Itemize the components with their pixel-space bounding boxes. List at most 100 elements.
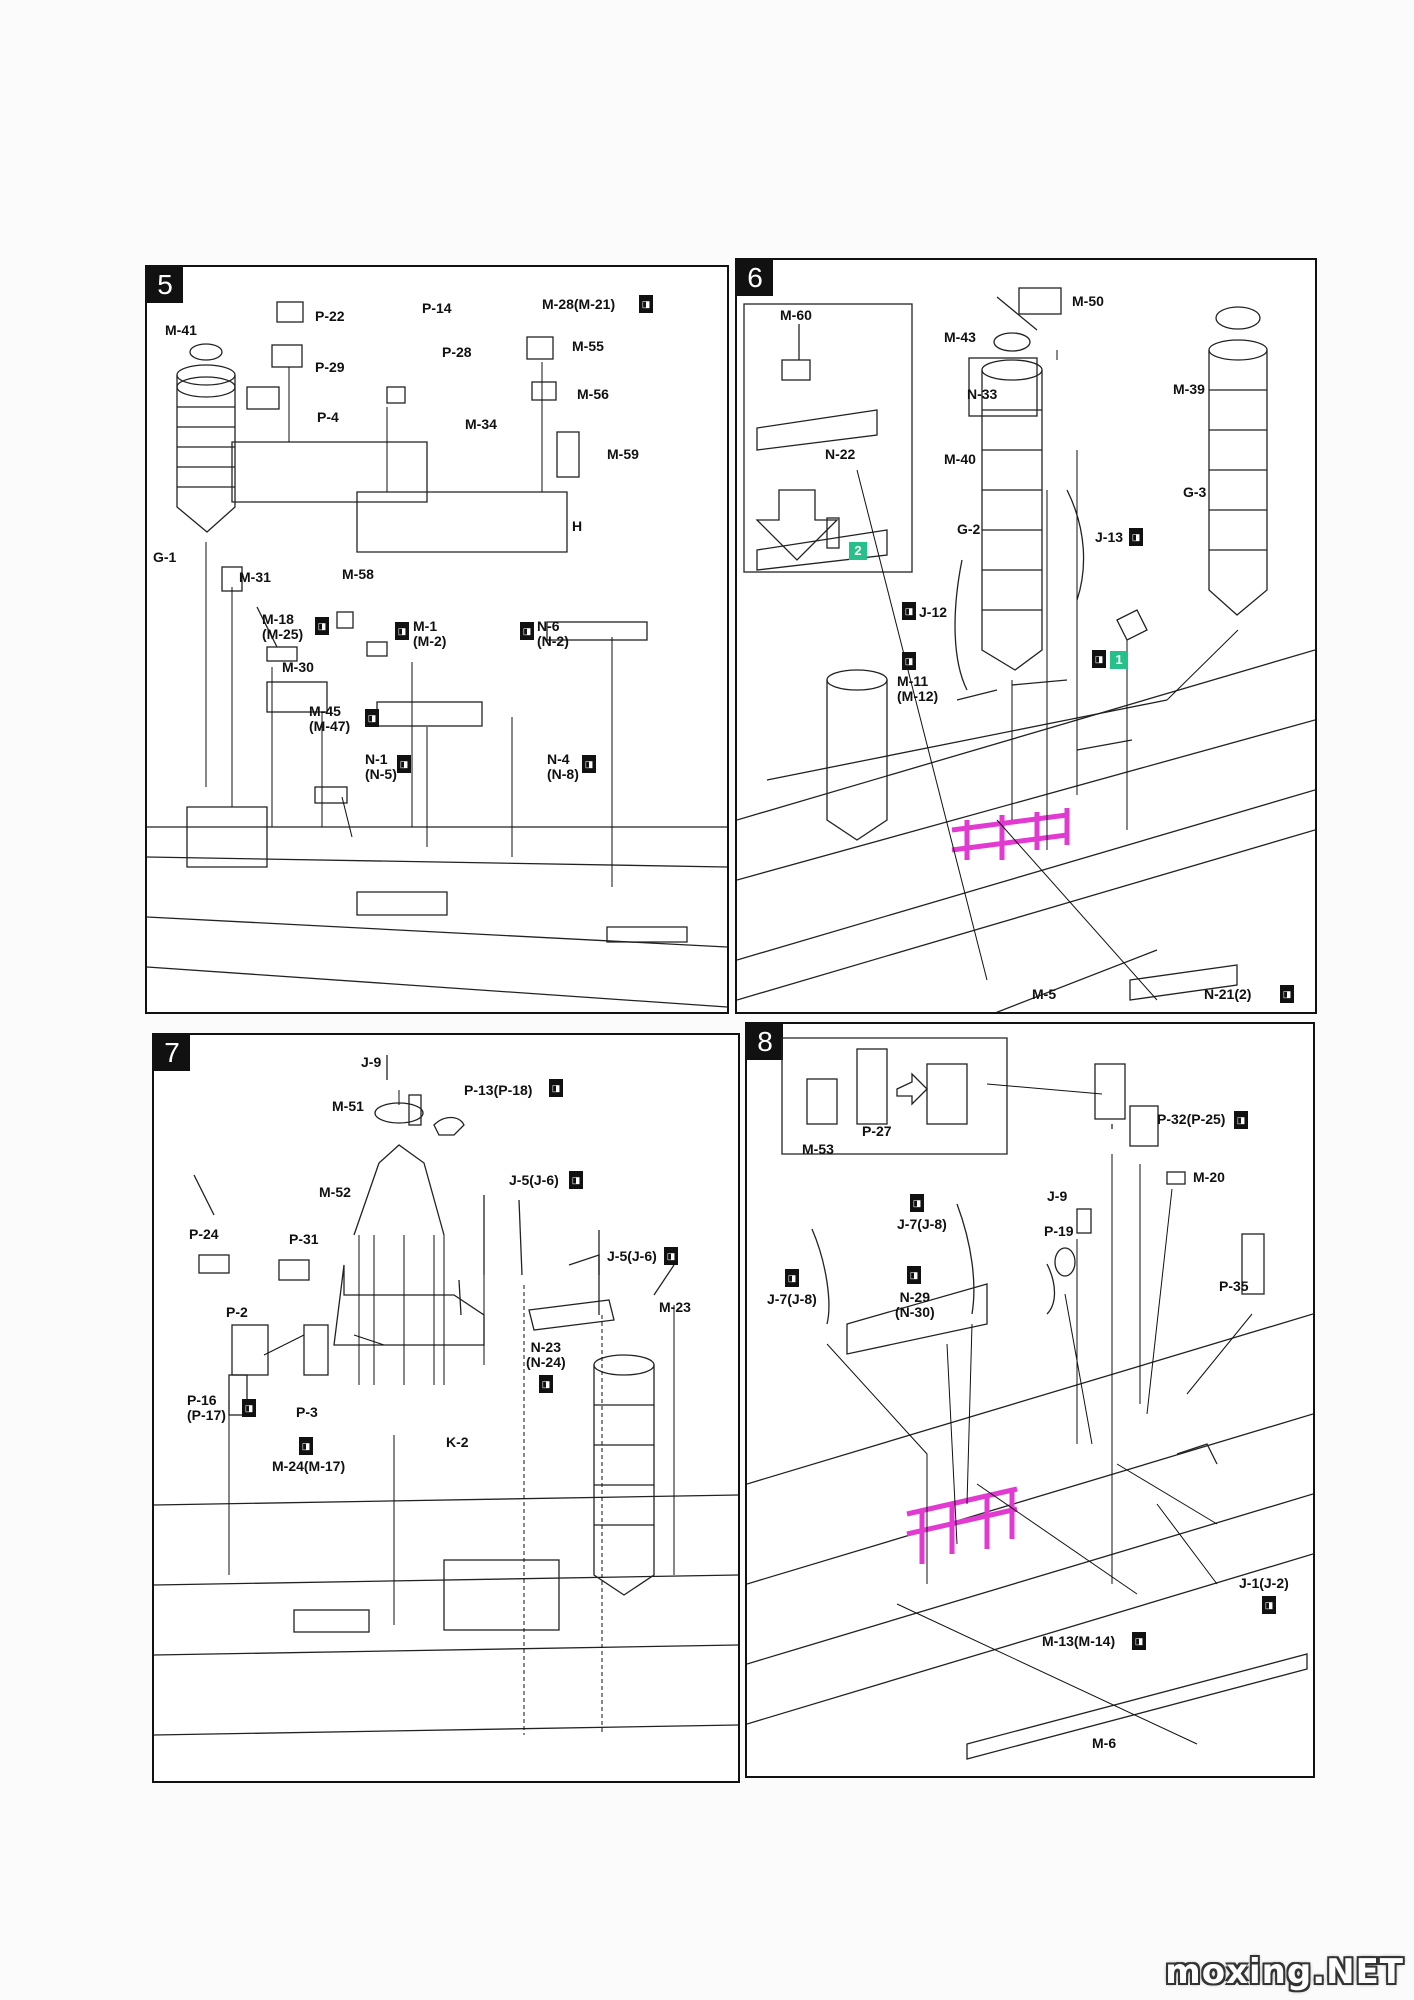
part-label: N-6 (N-2) — [537, 618, 569, 649]
part-label: P-29 — [315, 359, 345, 375]
optional-part-icon: ◨ — [549, 1079, 563, 1097]
part-label: M-5 — [1032, 986, 1057, 1002]
optional-part-icon: ◨ — [1280, 985, 1294, 1003]
part-label: M-55 — [572, 338, 604, 354]
part-label: P-22 — [315, 308, 345, 324]
optional-part-icon: ◨ — [520, 622, 534, 640]
part-label: P-24 — [189, 1226, 219, 1242]
optional-part-icon: ◨ — [910, 1194, 924, 1212]
optional-part-icon: ◨ — [299, 1437, 313, 1455]
optional-part-icon: ◨ — [397, 755, 411, 773]
part-label: P-16 (P-17) — [187, 1392, 226, 1423]
part-label: P-2 — [226, 1304, 248, 1320]
sequence-badge: 1 — [1110, 651, 1128, 669]
part-label: P-4 — [317, 409, 339, 425]
part-label: M-23 — [659, 1299, 691, 1315]
sequence-badge: 2 — [849, 542, 867, 560]
part-label: M-31 — [239, 569, 271, 585]
part-label: J-7(J-8) — [767, 1291, 817, 1307]
optional-part-icon: ◨ — [1234, 1111, 1248, 1129]
optional-part-icon: ◨ — [785, 1269, 799, 1287]
part-label: M-18 (M-25) — [262, 611, 304, 642]
part-label: P-27 — [862, 1123, 892, 1139]
part-label: N-1 (N-5) — [365, 751, 397, 782]
part-label: M-58 — [342, 566, 374, 582]
part-label: P-32(P-25) — [1157, 1111, 1226, 1127]
part-label: M-53 — [802, 1141, 834, 1157]
part-label: J-5(J-6) — [607, 1248, 657, 1264]
part-label: J-1(J-2) — [1239, 1575, 1289, 1591]
part-label: N-33 — [967, 386, 998, 402]
part-label: M-28(M-21) — [542, 296, 616, 312]
step-number: 7 — [154, 1035, 190, 1071]
part-label: P-35 — [1219, 1278, 1249, 1294]
part-label: M-13(M-14) — [1042, 1633, 1116, 1649]
step-5-panel: 5 — [145, 265, 729, 1014]
part-label: M-56 — [577, 386, 609, 402]
step-7-drawing — [154, 1055, 738, 1736]
optional-part-icon: ◨ — [907, 1266, 921, 1284]
part-label: M-20 — [1193, 1169, 1225, 1185]
step-number: 6 — [737, 260, 773, 296]
part-label: G-2 — [957, 521, 981, 537]
part-label: P-13(P-18) — [464, 1082, 533, 1098]
part-label: M-45 (M-47) — [309, 703, 351, 734]
optional-part-icon: ◨ — [569, 1171, 583, 1189]
part-label: G-3 — [1183, 484, 1207, 500]
part-label: M-24(M-17) — [272, 1458, 346, 1474]
part-label: J-9 — [1047, 1188, 1068, 1204]
part-label: M-34 — [465, 416, 497, 432]
part-label: M-1 (M-2) — [413, 618, 447, 649]
optional-part-icon: ◨ — [1132, 1632, 1146, 1650]
watermark: moxing.NET — [1165, 1952, 1404, 1992]
optional-part-icon: ◨ — [1129, 528, 1143, 546]
step-number: 8 — [747, 1024, 783, 1060]
step-7-panel: 7 — [152, 1033, 740, 1783]
part-label: P-3 — [296, 1404, 318, 1420]
part-label: M-43 — [944, 329, 976, 345]
optional-part-icon: ◨ — [902, 652, 916, 670]
step-8-drawing — [747, 1037, 1313, 1760]
part-label: J-13 — [1095, 529, 1124, 545]
part-label: J-12 — [919, 604, 948, 620]
part-label: N-22 — [825, 446, 856, 462]
part-label: M-39 — [1173, 381, 1205, 397]
optional-part-icon: ◨ — [395, 622, 409, 640]
part-label: M-41 — [165, 322, 197, 338]
part-label: K-2 — [446, 1434, 469, 1450]
part-label: P-14 — [422, 300, 452, 316]
part-label: P-19 — [1044, 1223, 1074, 1239]
optional-part-icon: ◨ — [315, 617, 329, 635]
part-label: J-5(J-6) — [509, 1172, 559, 1188]
part-label: M-52 — [319, 1184, 351, 1200]
part-label: P-28 — [442, 344, 472, 360]
part-label: M-60 — [780, 307, 812, 323]
part-label: H — [572, 518, 583, 534]
part-label: M-59 — [607, 446, 639, 462]
optional-part-icon: ◨ — [1092, 650, 1106, 668]
part-label: N-29 (N-30) — [895, 1289, 935, 1320]
part-label: N-21(2) — [1204, 986, 1252, 1002]
part-label: M-50 — [1072, 293, 1104, 309]
part-label: N-23 (N-24) — [526, 1339, 566, 1370]
part-label: M-51 — [332, 1098, 364, 1114]
step-6-drawing — [737, 287, 1315, 1012]
part-label: J-9 — [361, 1054, 382, 1070]
optional-part-icon: ◨ — [1262, 1596, 1276, 1614]
part-label: M-40 — [944, 451, 976, 467]
optional-part-icon: ◨ — [639, 295, 653, 313]
optional-part-icon: ◨ — [902, 602, 916, 620]
optional-part-icon: ◨ — [242, 1399, 256, 1417]
part-label: M-6 — [1092, 1735, 1117, 1751]
optional-part-icon: ◨ — [664, 1247, 678, 1265]
step-5-drawing — [147, 301, 727, 1008]
step-6-panel: 6 — [735, 258, 1317, 1014]
part-label: P-31 — [289, 1231, 319, 1247]
step-8-panel: 8 — [745, 1022, 1315, 1778]
part-label: G-1 — [153, 549, 177, 565]
optional-part-icon: ◨ — [365, 709, 379, 727]
part-label: M-30 — [282, 659, 314, 675]
part-label: J-7(J-8) — [897, 1216, 947, 1232]
optional-part-icon: ◨ — [539, 1375, 553, 1393]
optional-part-icon: ◨ — [582, 755, 596, 773]
